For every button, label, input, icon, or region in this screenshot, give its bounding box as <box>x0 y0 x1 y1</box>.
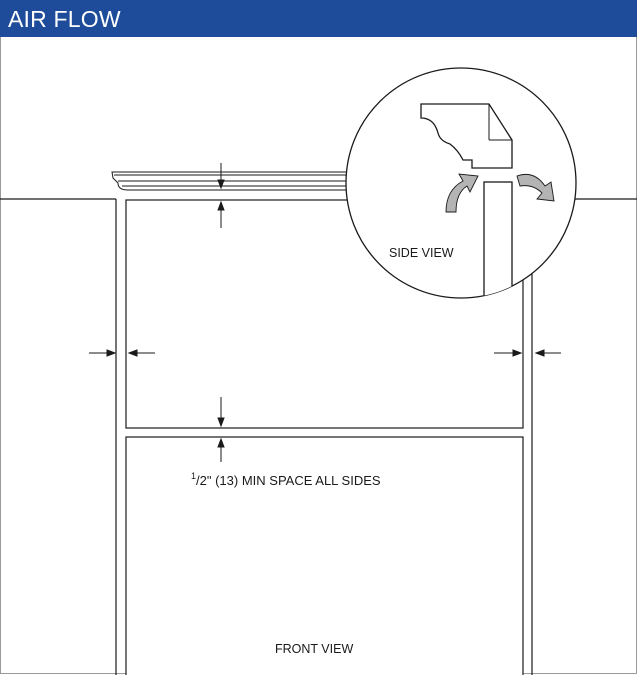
front-view-label: FRONT VIEW <box>275 642 353 656</box>
side-view-label: SIDE VIEW <box>389 246 454 260</box>
airflow-out-arrow <box>516 173 555 202</box>
side-view-detail: SIDE VIEW <box>345 67 577 299</box>
middle-clearance-arrows <box>217 397 225 462</box>
section-header: AIR FLOW <box>0 0 637 37</box>
clearance-note: 1/2" (13) MIN SPACE ALL SIDES <box>191 471 381 488</box>
airflow-in-arrow <box>445 173 479 213</box>
clearance-note-text: " (13) MIN SPACE ALL SIDES <box>207 473 381 488</box>
right-clearance-arrows <box>494 349 561 357</box>
crown-molding <box>111 171 353 191</box>
clearance-fraction-slash: / <box>196 473 200 488</box>
section-title: AIR FLOW <box>8 6 121 32</box>
side-panel <box>483 181 513 298</box>
top-clearance-arrows <box>217 163 225 228</box>
appliance-lower-panel <box>125 436 524 675</box>
left-clearance-arrows <box>89 349 155 357</box>
clearance-fraction-numerator: 1 <box>191 471 196 481</box>
clearance-fraction-denominator: 2 <box>200 473 207 488</box>
